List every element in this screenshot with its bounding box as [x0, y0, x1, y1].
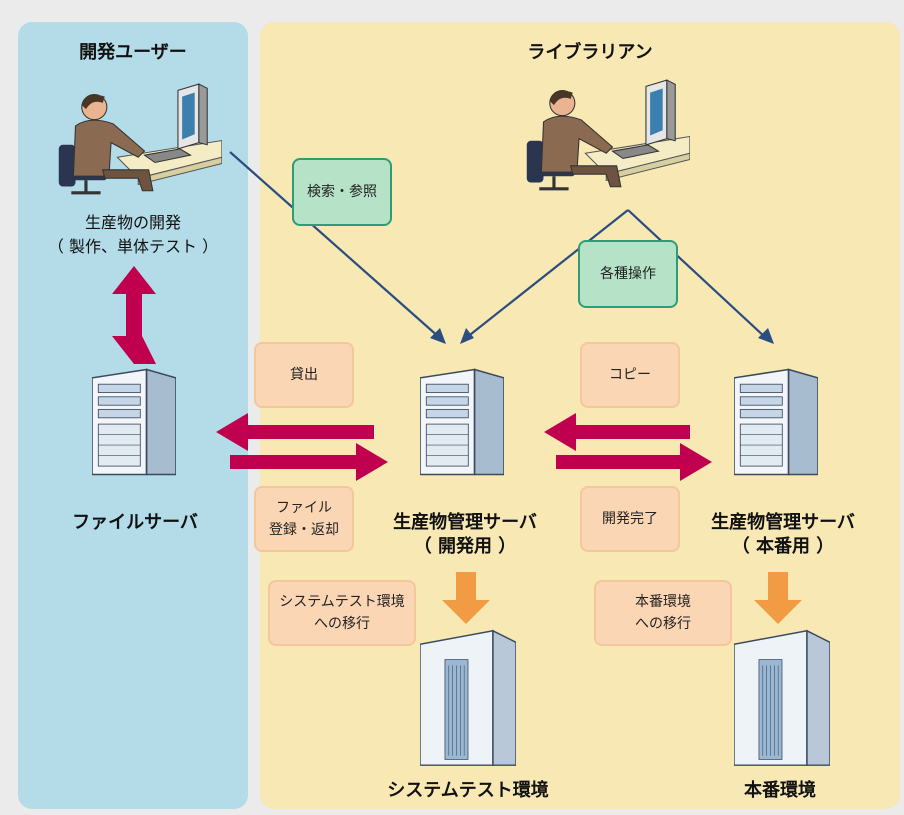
migrate-production-label-line1: 本番環境 — [635, 594, 691, 610]
copy-arrow — [544, 413, 690, 451]
dev-complete-box: 開発完了 — [580, 486, 680, 552]
dev-complete-label: 開発完了 — [602, 511, 658, 527]
dev-user-title: 開発ユーザー — [79, 42, 187, 63]
checkout-label: 貸出 — [290, 367, 318, 383]
prod-server-label-line1: 生産物管理サーバ — [711, 512, 855, 533]
file-register-label-line2: 登録・返却 — [269, 522, 339, 538]
prod-management-server-icon — [734, 368, 818, 476]
checkout-box: 貸出 — [254, 342, 354, 408]
production-server-icon — [734, 628, 830, 768]
various-operations-box: 各種操作 — [578, 240, 678, 308]
dev-fileserver-double-arrow — [112, 266, 156, 364]
migrate-system-test-arrow — [442, 572, 490, 624]
dev-server-label-line1: 生産物管理サーバ — [393, 512, 537, 533]
system-test-env-label: システムテスト環境 — [387, 780, 549, 801]
checkout-arrow — [216, 413, 374, 451]
ops-arrowhead-prod — [758, 328, 774, 344]
migrate-production-label-line2: への移行 — [635, 616, 691, 632]
register-arrow — [230, 443, 388, 481]
migrate-system-test-label-line2: への移行 — [314, 616, 370, 632]
various-operations-label: 各種操作 — [600, 266, 656, 282]
ops-arrowhead-dev — [460, 328, 474, 344]
dev-server-label-line2: （ 開発用 ） — [413, 536, 517, 557]
search-arrow-line — [229, 151, 441, 339]
search-reference-box: 検索・参照 — [292, 158, 392, 226]
prod-server-label-line2: （ 本番用 ） — [731, 536, 835, 557]
migrate-production-box: 本番環境 への移行 — [594, 580, 732, 646]
ops-arrow-line-prod — [627, 209, 767, 339]
production-env-label: 本番環境 — [744, 780, 816, 801]
search-reference-label: 検索・参照 — [307, 184, 377, 200]
migrate-system-test-box: システムテスト環境 への移行 — [268, 580, 416, 646]
dev-user-caption-line1: 生産物の開発 — [84, 213, 181, 232]
file-server-label: ファイルサーバ — [72, 512, 198, 533]
file-register-label-line1: ファイル — [276, 500, 332, 516]
search-arrowhead — [430, 328, 446, 344]
dev-user-caption-line2: （ 製作、単体テスト ） — [47, 237, 219, 256]
file-server-icon — [92, 368, 176, 476]
dev-management-server-icon — [420, 368, 504, 476]
migrate-system-test-label-line1: システムテスト環境 — [279, 594, 405, 610]
copy-label: コピー — [609, 367, 651, 383]
file-register-box: ファイル 登録・返却 — [254, 486, 354, 552]
migrate-production-arrow — [754, 572, 802, 624]
ops-arrow-line-dev — [465, 209, 629, 339]
dev-complete-arrow — [556, 443, 712, 481]
librarian-title: ライブラリアン — [527, 42, 653, 63]
system-test-server-icon — [420, 628, 516, 768]
copy-box: コピー — [580, 342, 680, 408]
